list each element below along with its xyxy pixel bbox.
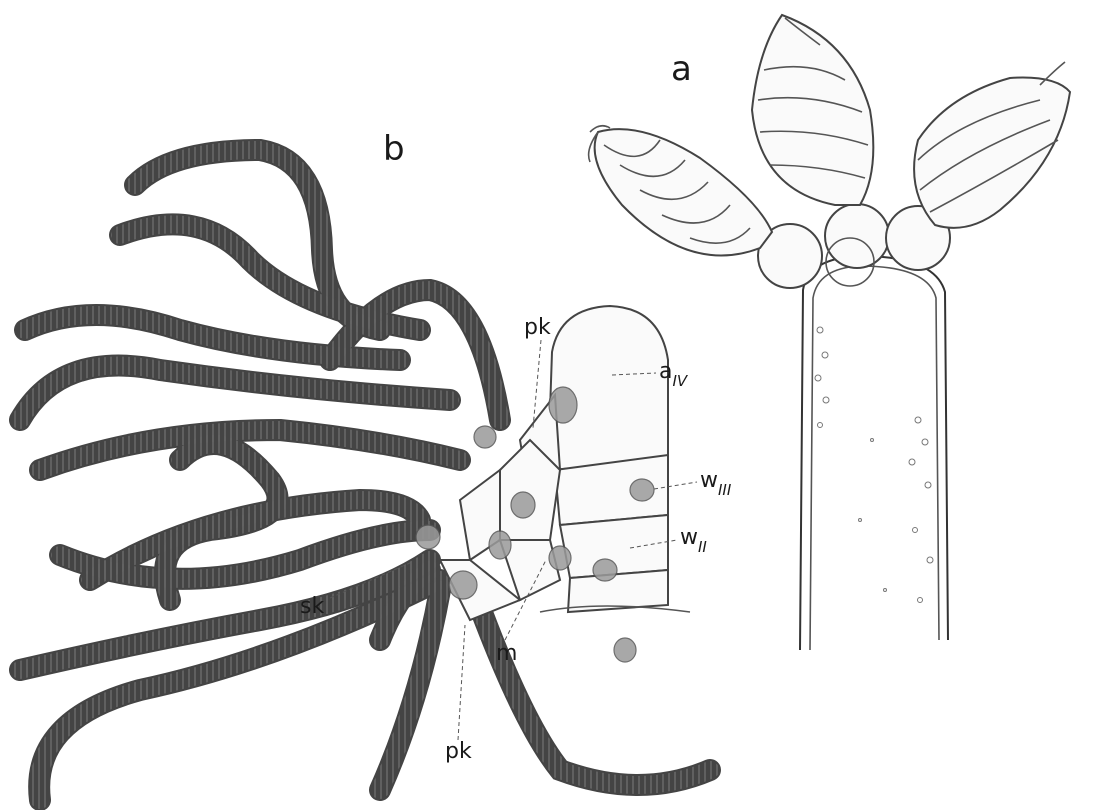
panel-b-illustration [20,150,710,800]
panel-b-label: b [383,129,405,169]
right-spiral-sheath [914,62,1070,228]
label-pk-bottom: pk [445,739,472,764]
label-w-iii: wIII [700,468,732,499]
label-w-ii: wII [680,525,707,556]
cellular-axis [416,306,690,662]
label-pk-top: pk [524,315,551,340]
left-spiral-sheath [589,126,772,256]
middle-spiral-sheath [752,15,873,205]
basal-cells [758,204,950,288]
panel-a-label: a [671,49,692,89]
stalk-granules [815,327,933,603]
label-m: m [496,641,517,666]
stalk-cell [800,256,948,650]
label-sk: sk [300,594,324,619]
